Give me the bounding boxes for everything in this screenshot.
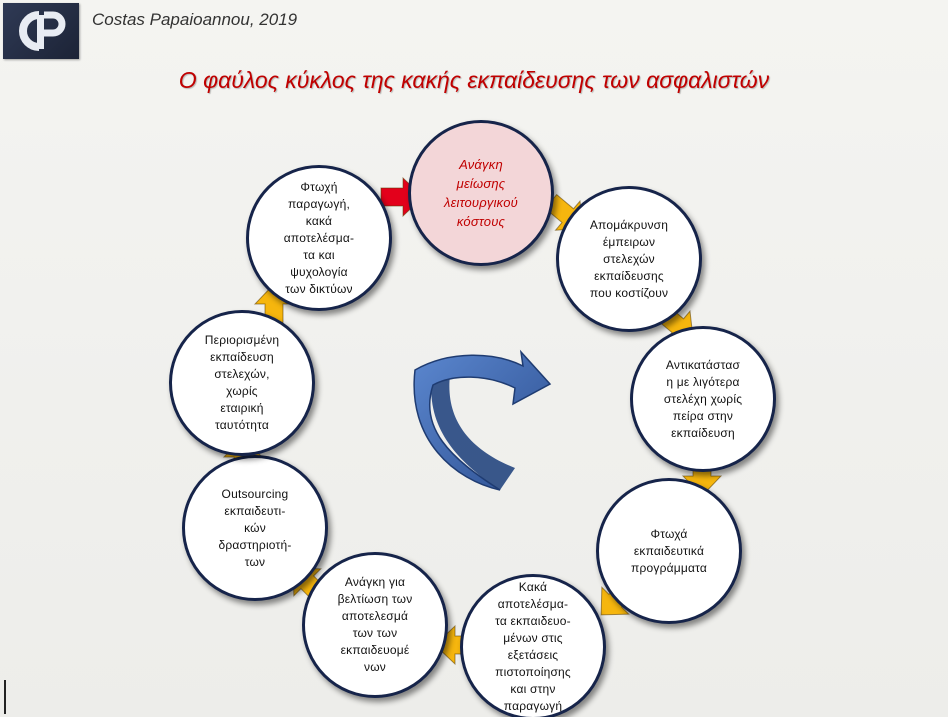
cycle-node-label: Κακά αποτελέσμα- τα εκπαιδευο- μένων στι… — [495, 580, 571, 713]
cycle-node-label: Απομάκρυνση έμπειρων στελεχών εκπαίδευση… — [589, 217, 669, 300]
cycle-node: Φτωχά εκπαιδευτικά προγράμματα — [596, 478, 742, 624]
curved-cycle-arrow-icon — [413, 349, 552, 491]
cycle-node: Φτωχή παραγωγή, κακά αποτελέσμα- τα και … — [246, 165, 392, 311]
cycle-node: Περιορισμένη εκπαίδευση στελεχών, χωρίς … — [169, 310, 315, 456]
cycle-node-label: Outsourcing εκπαιδευτι- κών δραστηριοτή-… — [218, 486, 292, 569]
cycle-node-label: Φτωχή παραγωγή, κακά αποτελέσμα- τα και … — [283, 179, 355, 296]
cycle-node: Outsourcing εκπαιδευτι- κών δραστηριοτή-… — [182, 455, 328, 601]
cycle-node: Ανάγκη μείωσης λειτουργικού κόστους — [408, 120, 554, 266]
cycle-node: Ανάγκη για βελτίωση των αποτελεσμά των τ… — [302, 552, 448, 698]
cycle-node: Αντικατάστασ η με λιγότερα στελέχη χωρίς… — [630, 326, 776, 472]
logo-mark-icon: CP — [3, 3, 66, 51]
cycle-node-label: Αντικατάστασ η με λιγότερα στελέχη χωρίς… — [663, 357, 743, 440]
cycle-node-label: Φτωχά εκπαιδευτικά προγράμματα — [630, 526, 708, 575]
cycle-node-label: Περιορισμένη εκπαίδευση στελεχών, χωρίς … — [204, 333, 280, 432]
author-caption: Costas Papaioannou, 2019 — [92, 10, 298, 29]
cycle-node-label: Ανάγκη μείωσης λειτουργικού κόστους — [443, 157, 518, 229]
slide-title: Ο φαύλος κύκλος της κακής εκπαίδευσης τω… — [178, 67, 770, 93]
cycle-node-label: Ανάγκη για βελτίωση των αποτελεσμά των τ… — [337, 575, 413, 674]
edge-marker — [4, 680, 6, 714]
cycle-node: Κακά αποτελέσμα- τα εκπαιδευο- μένων στι… — [460, 574, 606, 717]
cp-logo: CP — [3, 3, 79, 59]
logo-text: CP — [3, 3, 5, 4]
cycle-node: Απομάκρυνση έμπειρων στελεχών εκπαίδευση… — [556, 186, 702, 332]
